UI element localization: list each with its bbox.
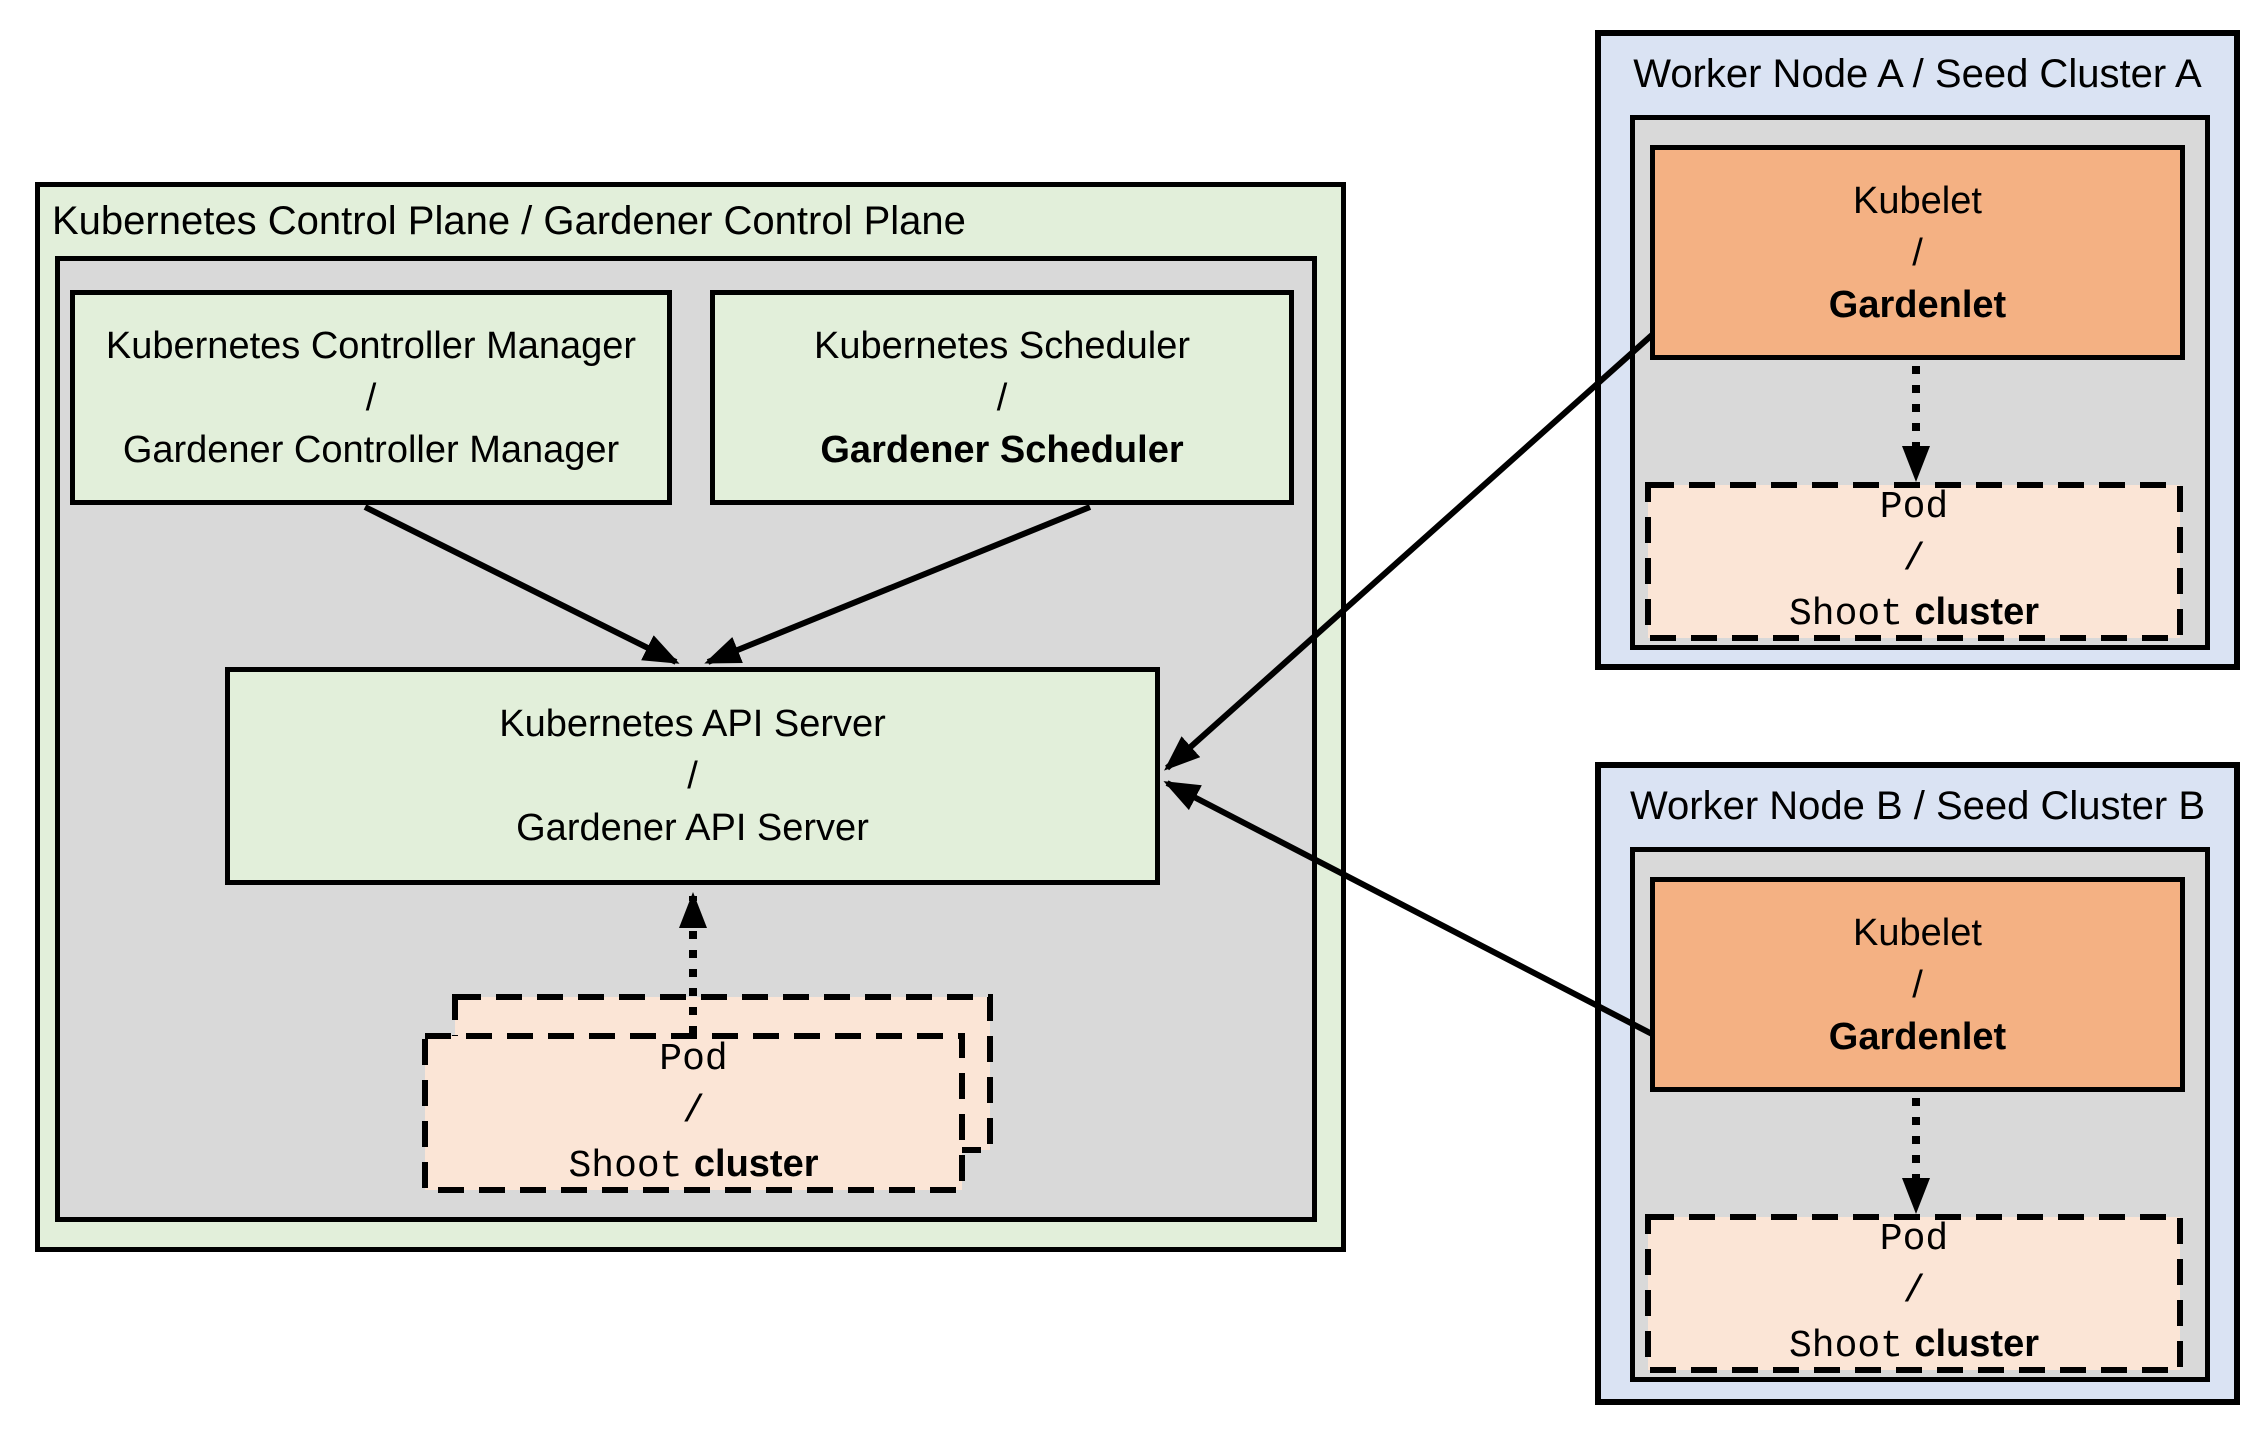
worker-node-b-kubelet-box: Kubelet / Gardenlet [1650,877,2185,1092]
api-server-separator: / [687,755,698,797]
controller-manager-separator: / [365,376,377,419]
controller-manager-line3: Gardener Controller Manager [122,428,620,471]
api-server-line3: Gardener API Server [516,807,869,849]
api-server-box: Kubernetes API Server / Gardener API Ser… [225,667,1160,885]
kubelet-a-line1: Kubelet [1853,179,1982,222]
scheduler-line3: Gardener Scheduler [820,428,1184,471]
worker-node-a-title: Worker Node A / Seed Cluster A [1633,51,2202,96]
controller-manager-box: Kubernetes Controller Manager / Gardener… [70,290,672,505]
kubelet-a-separator: / [1912,231,1923,274]
scheduler-line1: Kubernetes Scheduler [813,324,1191,367]
scheduler-box: Kubernetes Scheduler / Gardener Schedule… [710,290,1294,505]
scheduler-separator: / [996,376,1008,419]
api-server-line1: Kubernetes API Server [499,703,886,745]
controller-manager-line1: Kubernetes Controller Manager [105,324,637,367]
kubelet-a-line3: Gardenlet [1828,283,2007,326]
kubelet-b-line1: Kubelet [1853,911,1982,954]
worker-node-a-kubelet-box: Kubelet / Gardenlet [1650,145,2185,360]
worker-node-b-title: Worker Node B / Seed Cluster B [1629,783,2206,828]
control-plane-title: Kubernetes Control Plane / Gardener Cont… [52,199,966,243]
kubelet-b-separator: / [1912,963,1923,1006]
kubelet-b-line3: Gardenlet [1828,1015,2007,1058]
